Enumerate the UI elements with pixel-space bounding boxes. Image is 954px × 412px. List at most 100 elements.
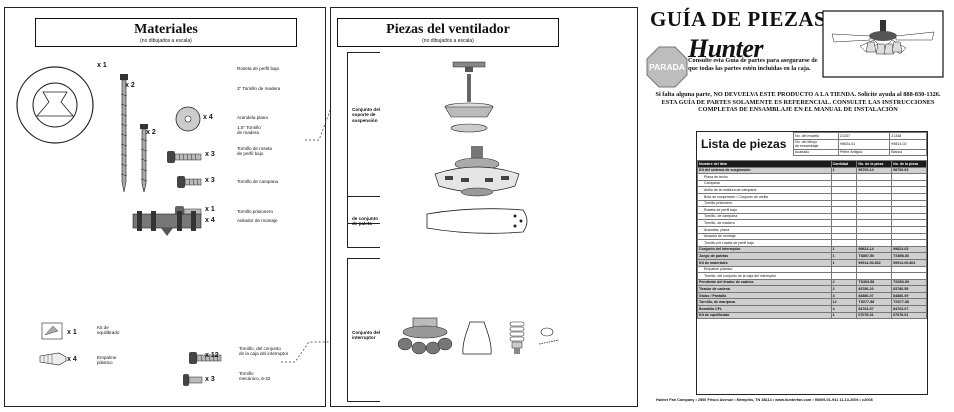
parts-row: Campana: [697, 179, 927, 188]
part-name: Juego de paletas: [697, 252, 832, 260]
left-page: Materiales (no dibujados a escala) x 1 R…: [4, 7, 638, 407]
bracket-blades: [347, 196, 380, 248]
pull-chain-icon: [538, 327, 560, 345]
qty-switch-screw: x 12: [205, 352, 219, 359]
canopy-screw-icon: [167, 151, 202, 163]
ceiling-fan-illustration: [822, 10, 944, 78]
part-qty: 2: [830, 285, 858, 293]
parts-row: Bola de suspensión / Conjunto de varilla: [697, 192, 927, 201]
mounting-isolator-icon: [132, 211, 202, 236]
part-number-b: [891, 212, 927, 221]
part-name: Conjunto del interruptor: [697, 245, 832, 254]
qty-bell-screw: x 3: [205, 177, 215, 184]
parts-row: Placa de techo: [697, 173, 927, 181]
part-number-b: [891, 272, 927, 280]
part-name: Empalme plástico: [697, 265, 832, 274]
guide-title: GUÍA DE PIEZAS: [650, 7, 827, 31]
parts-row: Tornillo prisionero: [697, 199, 927, 208]
part-number-a: [856, 192, 893, 201]
qty-plastic-splice: x 4: [67, 356, 77, 363]
part-qty: [830, 212, 858, 221]
motor-housing-icon: [434, 146, 520, 197]
finish-label: Acabado: [793, 148, 839, 157]
right-page: GUÍA DE PIEZAS Hunter PARADA Consulte es…: [642, 0, 953, 411]
part-number-b: 99823-03: [891, 245, 927, 254]
materiales-panel: Materiales (no dibujados a escala) x 1 R…: [4, 7, 345, 407]
label-plastic-splice: Empalme plástico: [97, 355, 117, 366]
switch-housing-screw-icon: [189, 352, 222, 364]
part-number-a: 07078-01: [856, 311, 893, 320]
part-number-a: [856, 206, 893, 214]
stop-sign-icon: [646, 46, 688, 88]
canopy-ring-icon: [16, 66, 94, 144]
label-canopy: Roseta de perfil bajo: [237, 66, 280, 71]
part-qty: [830, 239, 858, 247]
materiales-title: Materiales: [134, 22, 198, 37]
part-qty: 1: [830, 166, 858, 175]
downrod-icon: [467, 74, 471, 102]
long-wood-screw-icon: [120, 74, 128, 193]
part-qty: 1: [830, 311, 858, 320]
part-number-b: TS393-59: [891, 278, 927, 287]
part-number-b: 98709-03: [891, 166, 927, 175]
drawing-a: 99834-01: [837, 138, 891, 150]
model-a: 21337: [837, 132, 891, 140]
part-number-b: [891, 192, 927, 201]
col-name: Nombre del ítem: [697, 160, 832, 168]
part-number-b: [891, 173, 927, 181]
label-canopy-screw: Tornillo de roseta de perfil bajo: [237, 146, 272, 157]
instructions-text: Si falta alguna parte, NO DEVUELVA ESTE …: [655, 91, 941, 114]
label-washer: Arandela plana: [237, 115, 268, 120]
parts-row: Tornillo, de campana: [697, 212, 927, 221]
part-qty: [830, 232, 858, 241]
label-long-screw: 3" Tornillo de madera: [237, 86, 281, 91]
label-short-screw: 1.5" Tornillo de madera: [237, 125, 261, 136]
part-number-b: [891, 232, 927, 241]
part-name: Tornillo, de campana: [697, 212, 832, 221]
group-suspension-label: Conjunto del soporte de suspensión: [352, 107, 381, 123]
part-name: Kit de equilibrado: [697, 311, 832, 320]
part-number-a: [856, 199, 893, 208]
part-number-a: 84886-07: [856, 291, 893, 300]
parts-row: Tornillo, del conjunto de la caja del in…: [697, 272, 927, 280]
part-qty: 4: [830, 305, 858, 313]
canopy-icon: [444, 102, 494, 118]
part-qty: [830, 225, 858, 234]
label-balancing-kit: Kit de equilibrado: [97, 325, 120, 336]
part-number-a: [856, 173, 893, 181]
switch-housing-icon: [397, 317, 453, 355]
washer-icon: [175, 106, 201, 132]
part-number-b: TS898-56: [891, 252, 927, 260]
parts-row: Empalme plástico: [697, 265, 927, 274]
label-switch-screw: Tornillo, del conjunto de la caja del in…: [239, 346, 289, 357]
piezas-panel: Piezas del ventilador (no dibujados a es…: [330, 7, 638, 407]
part-qty: [830, 186, 858, 194]
model-label: No. del modelo: [793, 132, 839, 140]
bell-screw-icon: [177, 176, 202, 188]
part-name: Kit de materiales: [697, 258, 832, 267]
part-qty: [830, 272, 858, 280]
part-name: Tornillo, de mariposa: [697, 298, 832, 307]
part-number-b: 99914-00-801: [891, 258, 927, 267]
part-number-b: 83786-55: [891, 285, 927, 293]
part-name: Arandela, plana: [697, 225, 832, 234]
part-name: Tornillo prisionero: [697, 199, 832, 208]
part-qty: 1: [830, 252, 858, 260]
col-part-a: No. de la pieza: [856, 160, 893, 168]
parts-row: Tornillo p/e roseta de perfil bajo: [697, 239, 927, 247]
part-number-b: [891, 186, 927, 194]
part-qty: [830, 173, 858, 181]
finish-a: Peltre Antiguo: [837, 148, 891, 157]
part-number-a: [856, 179, 893, 188]
label-isolator: Aislador de montaje: [237, 218, 278, 223]
parts-list-title: Lista de piezas: [701, 137, 787, 151]
bracket-suspension: [347, 52, 380, 224]
